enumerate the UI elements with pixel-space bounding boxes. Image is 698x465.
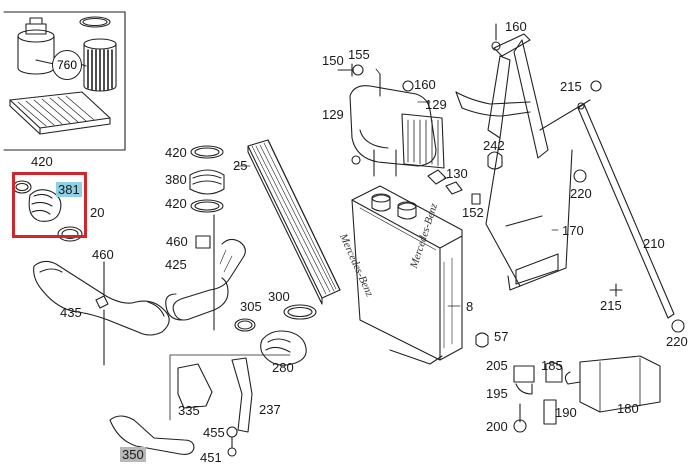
callout-220-bottom[interactable]: 220 xyxy=(666,334,688,349)
callout-180[interactable]: 180 xyxy=(617,401,639,416)
callout-152[interactable]: 152 xyxy=(462,205,484,220)
inset-frame xyxy=(3,11,126,151)
callout-160-top[interactable]: 160 xyxy=(505,19,527,34)
callout-420-clamp-bottom[interactable]: 420 xyxy=(165,196,187,211)
callout-20[interactable]: 20 xyxy=(90,205,105,220)
callout-160-mid[interactable]: 160 xyxy=(414,77,436,92)
callout-150[interactable]: 150 xyxy=(322,53,344,68)
callout-460-left[interactable]: 460 xyxy=(92,247,114,262)
callout-300[interactable]: 300 xyxy=(268,289,290,304)
callout-8[interactable]: 8 xyxy=(466,299,474,314)
part-support-frame xyxy=(455,23,602,291)
callout-129-right[interactable]: 129 xyxy=(425,97,447,112)
callout-130[interactable]: 130 xyxy=(446,166,468,181)
leader-lines xyxy=(234,68,559,307)
callout-455[interactable]: 455 xyxy=(203,425,225,440)
part-clamp-stack xyxy=(189,145,225,331)
part-air-housing xyxy=(349,73,445,177)
callout-215-top[interactable]: 215 xyxy=(560,79,582,94)
callout-305[interactable]: 305 xyxy=(240,299,262,314)
callout-170[interactable]: 170 xyxy=(562,223,584,238)
part-mount-group xyxy=(513,355,661,433)
part-intake-pipe xyxy=(165,235,246,321)
callout-195[interactable]: 195 xyxy=(486,386,508,401)
part-elbow-hose xyxy=(234,304,317,366)
callout-205[interactable]: 205 xyxy=(486,358,508,373)
callout-460-pipe[interactable]: 460 xyxy=(166,234,188,249)
part-intake-hose-left xyxy=(12,180,170,366)
callout-335[interactable]: 335 xyxy=(178,403,200,418)
callout-185[interactable]: 185 xyxy=(541,358,563,373)
callout-242[interactable]: 242 xyxy=(483,138,505,153)
callout-435[interactable]: 435 xyxy=(60,305,82,320)
callout-25[interactable]: 25 xyxy=(233,158,248,173)
part-strut-rod xyxy=(573,102,685,333)
callout-220-top[interactable]: 220 xyxy=(570,186,592,201)
callout-451[interactable]: 451 xyxy=(200,450,222,465)
inset-callout-badge[interactable]: 760 xyxy=(52,50,82,80)
highlight-box xyxy=(12,172,87,238)
callout-420-top[interactable]: 420 xyxy=(31,154,53,169)
callout-380[interactable]: 380 xyxy=(165,172,187,187)
callout-381[interactable]: 381 xyxy=(56,182,82,197)
callout-155[interactable]: 155 xyxy=(348,47,370,62)
callout-350[interactable]: 350 xyxy=(120,447,146,462)
callout-237[interactable]: 237 xyxy=(259,402,281,417)
callout-280[interactable]: 280 xyxy=(272,360,294,375)
callout-210[interactable]: 210 xyxy=(643,236,665,251)
callout-215-bottom[interactable]: 215 xyxy=(600,298,622,313)
callout-57[interactable]: 57 xyxy=(494,329,509,344)
callout-420-clamp-top[interactable]: 420 xyxy=(165,145,187,160)
part-hardware xyxy=(337,63,503,348)
callout-200[interactable]: 200 xyxy=(486,419,508,434)
part-panel-filter xyxy=(247,139,341,305)
part-intercooler xyxy=(351,185,463,365)
part-lower-brackets xyxy=(109,354,291,457)
callout-425[interactable]: 425 xyxy=(165,257,187,272)
callout-190[interactable]: 190 xyxy=(555,405,577,420)
callout-129-left[interactable]: 129 xyxy=(322,107,344,122)
